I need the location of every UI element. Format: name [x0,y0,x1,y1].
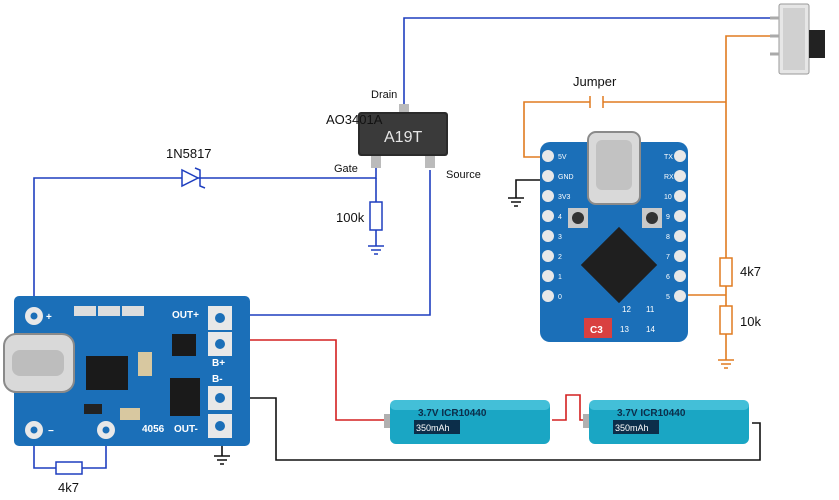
battery-1 [384,400,550,444]
battery-2 [583,400,749,444]
mcu-pin-label: 2 [558,254,562,261]
mcu-pin-label: 5V [558,154,567,161]
battery-2-type: 3.7V ICR10440 [617,408,686,419]
mcu-pins-left [542,150,554,302]
ground-symbol-mcu [508,197,524,207]
battery-1-capacity: 350mAh [416,423,450,433]
mcu-pin-14-label: 14 [646,325,655,334]
mcu-silk-c3: C3 [590,325,603,336]
charger-model-label: 4056 [142,424,165,435]
r-top-label: 4k7 [740,264,761,279]
mosfet-label: AO3401A [326,112,383,127]
mcu-pin-label: GND [558,174,574,181]
wire-series [552,394,586,421]
protection-ic [170,378,200,416]
r-bottom-label: 10k [740,314,761,329]
diode-symbol [181,167,206,189]
mcu-pin-13-label: 13 [620,325,629,334]
mcu-pin-label: 6 [666,274,670,281]
mcu-pin-label: 3V3 [558,194,571,201]
mcu-chip [580,226,658,304]
mcu-pin-label: 10 [664,194,672,201]
mcu-pin-label: 1 [558,274,562,281]
mcu-right-pin-labels: TX RX 10 9 8 7 6 5 [664,154,674,301]
ground-symbol-gate [368,245,384,255]
battery-1-type: 3.7V ICR10440 [418,408,487,419]
mosfet-package [358,104,448,168]
b-plus-label: B+ [212,358,225,369]
mcu-pin-label: 0 [558,294,562,301]
mcu-pin-label: 8 [666,234,670,241]
resistor-divider-bottom [719,305,733,335]
mcu-pin-12-label: 12 [622,305,631,314]
drain-label: Drain [371,89,397,101]
slide-switch[interactable] [770,3,825,75]
mcu-pin-label: 3 [558,234,562,241]
diode-label: 1N5817 [166,146,212,161]
wire-jumper-left [523,101,590,158]
resistor-prog [55,461,83,475]
r-gate-label: 100k [336,210,365,225]
wire-switch-orange [725,35,778,258]
charger-board [3,296,250,446]
wire-drain-to-switch [403,17,775,106]
mcu-pin-label: 4 [558,214,562,221]
mcu-pin-label: 7 [666,254,670,261]
wire-bplus [230,339,387,421]
charger-ic [86,356,128,390]
wire-bminus [230,397,761,461]
wire-gate-diode [33,168,377,312]
b-minus-label: B- [212,374,223,385]
mcu-board [540,131,688,342]
wire-source-to-out [232,170,431,316]
jumper-label: Jumper [573,74,617,89]
resistor-gate [369,201,383,231]
mcu-pin-label: 5 [666,294,670,301]
mcu-pin-label: TX [664,154,673,161]
mosfet-marking: A19T [384,129,422,146]
out-minus-label: OUT- [174,424,198,435]
wire-mcu-gnd [515,179,548,198]
mcu-pin-11-label: 11 [646,305,655,314]
mcu-pins-right [674,150,686,302]
jumper-symbol [589,96,604,108]
source-label: Source [446,169,481,181]
charger-minus-label: − [48,426,54,437]
battery-2-capacity: 350mAh [615,423,649,433]
mcu-pin-label: 9 [666,214,670,221]
ground-symbol-divider [718,359,734,369]
charger-plus-label: + [46,312,52,323]
out-plus-label: OUT+ [172,310,199,321]
gate-label: Gate [334,163,358,175]
mcu-left-pin-labels: 5V GND 3V3 4 3 2 1 0 [558,154,574,301]
resistor-divider-top [719,257,733,287]
r-prog-label: 4k7 [58,480,79,495]
ground-symbol-out [214,455,230,465]
mcu-pin-label: RX [664,174,674,181]
